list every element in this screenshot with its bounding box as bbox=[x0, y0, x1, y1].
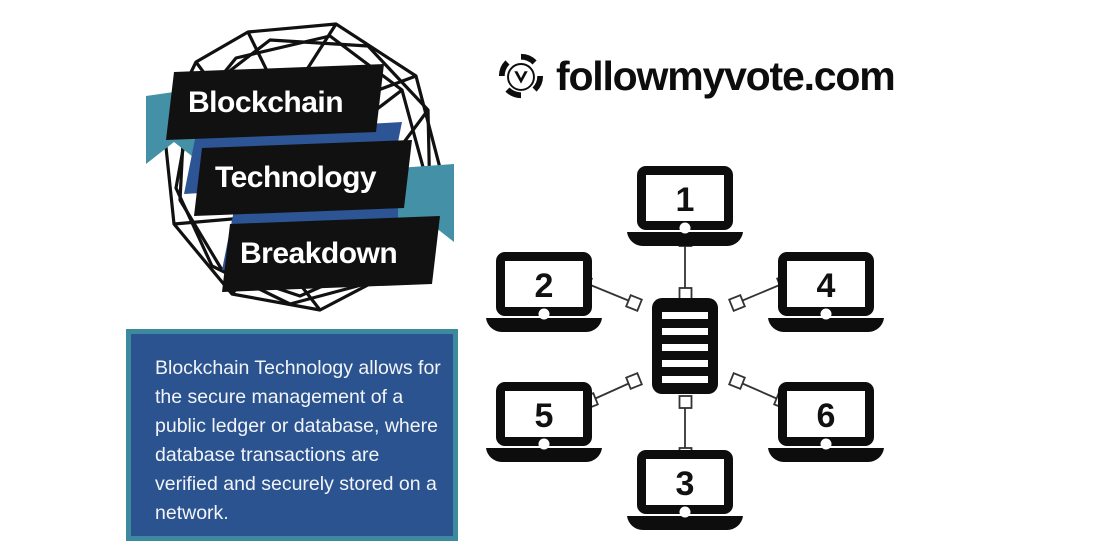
blockchain-network-diagram: 1 2 3 4 5 bbox=[480, 150, 890, 540]
badge-banner-line-3: Breakdown bbox=[240, 237, 398, 270]
followmyvote-logo[interactable]: followmyvote.com bbox=[497, 52, 896, 100]
blockchain-description-text: Blockchain Technology allows for the sec… bbox=[155, 357, 441, 524]
network-node-6-label: 6 bbox=[817, 397, 836, 435]
circle-check-vote-icon bbox=[498, 53, 544, 99]
badge-banner-line-1: Blockchain bbox=[188, 86, 344, 119]
network-node-2-label: 2 bbox=[535, 267, 554, 305]
network-node-4[interactable]: 4 bbox=[768, 252, 884, 333]
ledger-document-icon bbox=[652, 298, 718, 394]
network-node-6[interactable]: 6 bbox=[768, 382, 884, 463]
blockchain-description-card: Blockchain Technology allows for the sec… bbox=[126, 329, 458, 541]
network-node-1[interactable]: 1 bbox=[627, 166, 743, 247]
network-node-3-label: 3 bbox=[676, 465, 695, 503]
banner-shape-2 bbox=[222, 216, 440, 292]
network-node-1-label: 1 bbox=[676, 181, 695, 219]
network-node-2[interactable]: 2 bbox=[486, 252, 602, 333]
network-node-4-label: 4 bbox=[817, 267, 836, 305]
network-node-3[interactable]: 3 bbox=[627, 450, 743, 531]
network-graphic: 1 2 3 4 5 bbox=[486, 166, 884, 531]
network-node-5-label: 5 bbox=[535, 397, 554, 435]
badge-banner-line-2: Technology bbox=[215, 161, 377, 194]
network-node-5[interactable]: 5 bbox=[486, 382, 602, 463]
blockchain-technology-breakdown-badge: Blockchain Technology Breakdown bbox=[140, 18, 460, 318]
badge-graphic bbox=[146, 22, 454, 312]
banner-shape-0 bbox=[166, 64, 384, 140]
banner-shape-1 bbox=[194, 140, 412, 216]
brand-wordmark: followmyvote.com bbox=[556, 52, 896, 99]
